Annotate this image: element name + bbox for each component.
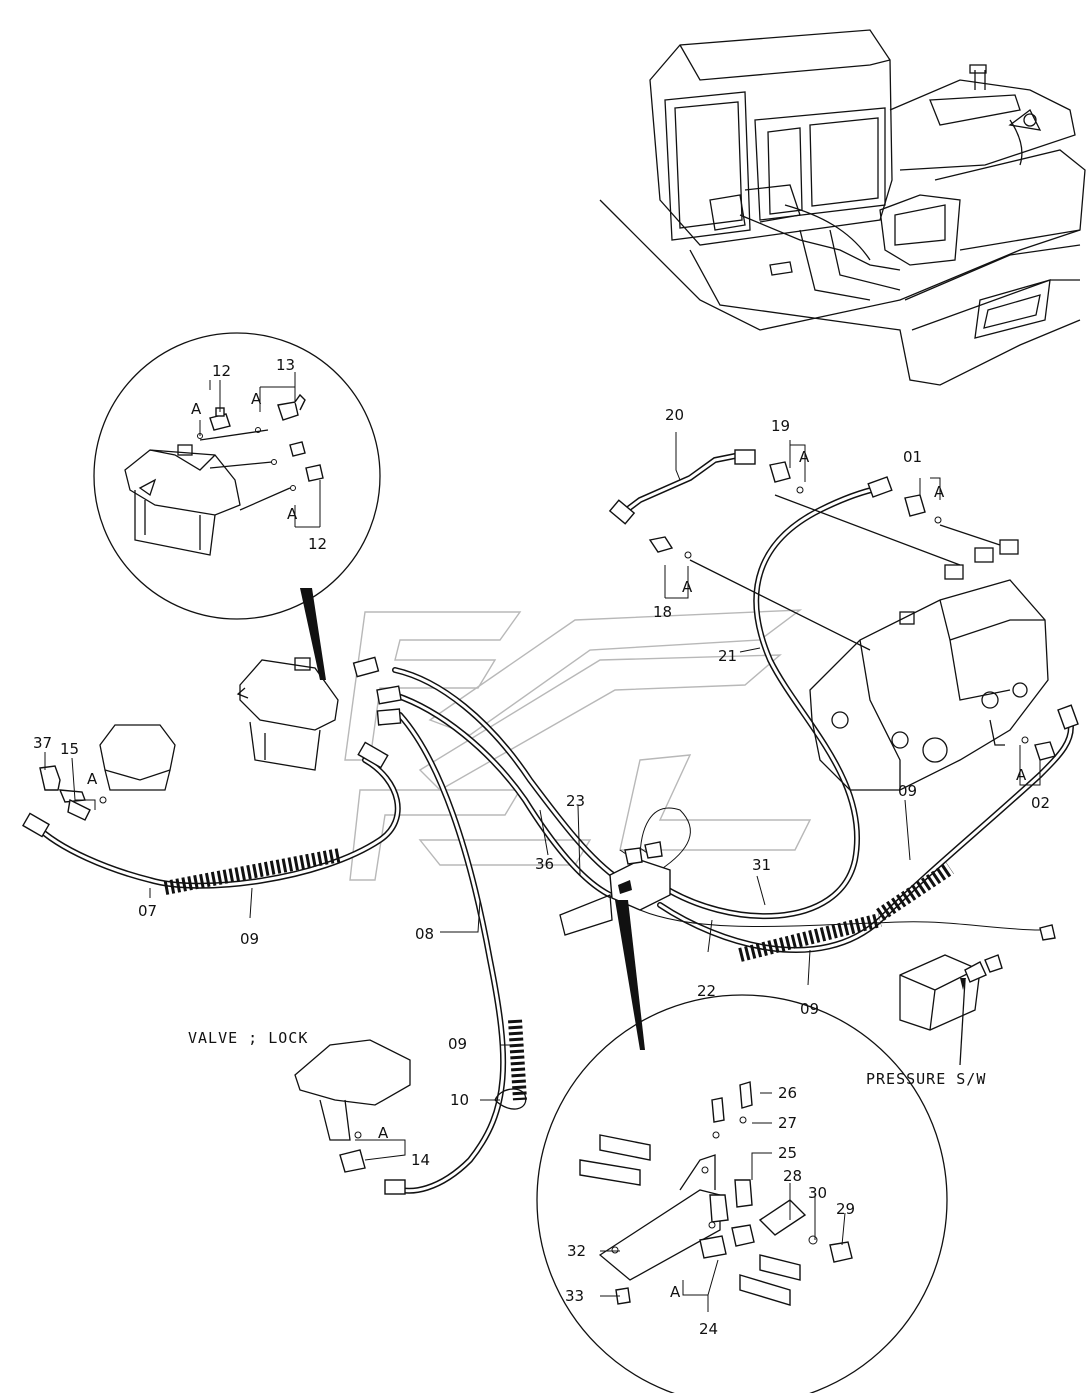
callout-36: 36 xyxy=(535,855,554,873)
callout-09-left: 09 xyxy=(240,930,259,948)
hose-protectors xyxy=(163,848,954,1110)
ref-mark-a: A xyxy=(251,390,262,408)
detail-circle-top xyxy=(93,332,381,680)
control-valve xyxy=(809,539,1049,791)
callout-07: 07 xyxy=(138,902,157,920)
callout-14: 14 xyxy=(411,1151,430,1169)
pilot-valve-left xyxy=(236,657,339,771)
hose-fittings xyxy=(22,449,1079,1195)
callout-09-lower: 09 xyxy=(448,1035,467,1053)
callout-13: 13 xyxy=(276,356,295,374)
callout-09-center: 09 xyxy=(800,1000,819,1018)
callout-02: 02 xyxy=(1031,794,1050,812)
callout-32: 32 xyxy=(567,1242,586,1260)
reference-marks: A A A A A A A A A A xyxy=(87,390,1027,1301)
callout-28: 28 xyxy=(783,1167,802,1185)
small-fittings xyxy=(39,461,1056,1173)
excavator-illustration xyxy=(599,29,1086,386)
ref-mark-a: A xyxy=(87,770,98,788)
ref-mark-a: A xyxy=(191,400,202,418)
callout-labels: 12 13 12 20 19 01 18 21 02 37 15 07 09 0… xyxy=(33,356,1050,1338)
pressure-switch xyxy=(899,924,1056,1066)
fitting-13-elbow xyxy=(277,393,306,421)
callout-31: 31 xyxy=(752,856,771,874)
pressure-switch-note: PRESSURE S/W xyxy=(866,1070,986,1088)
detail-circle-bottom xyxy=(536,994,948,1393)
callout-37: 37 xyxy=(33,734,52,752)
callout-09-right: 09 xyxy=(898,782,917,800)
callout-08: 08 xyxy=(415,925,434,943)
junction-block xyxy=(559,841,671,1050)
ref-mark-a: A xyxy=(799,448,810,466)
ref-mark-a: A xyxy=(1016,766,1027,784)
callout-12-top: 12 xyxy=(212,362,231,380)
ref-mark-a: A xyxy=(682,578,693,596)
callout-01: 01 xyxy=(903,448,922,466)
callout-18: 18 xyxy=(653,603,672,621)
callout-15: 15 xyxy=(60,740,79,758)
callout-20: 20 xyxy=(665,406,684,424)
callout-33: 33 xyxy=(565,1287,584,1305)
callout-25: 25 xyxy=(778,1144,797,1162)
ref-mark-a: A xyxy=(378,1124,389,1142)
callout-19: 19 xyxy=(771,417,790,435)
ref-mark-a: A xyxy=(287,505,298,523)
ref-mark-a: A xyxy=(934,483,945,501)
valve-lock-note: VALVE ; LOCK xyxy=(188,1029,308,1047)
callout-24: 24 xyxy=(699,1320,718,1338)
callout-10: 10 xyxy=(450,1091,469,1109)
callout-22: 22 xyxy=(697,982,716,1000)
callout-27: 27 xyxy=(778,1114,797,1132)
callout-21: 21 xyxy=(718,647,737,665)
callout-26: 26 xyxy=(778,1084,797,1102)
callout-12-bottom: 12 xyxy=(308,535,327,553)
callout-29: 29 xyxy=(836,1200,855,1218)
callout-23: 23 xyxy=(566,792,585,810)
leader-lines xyxy=(44,372,1041,1312)
callout-30: 30 xyxy=(808,1184,827,1202)
ref-mark-a: A xyxy=(670,1283,681,1301)
